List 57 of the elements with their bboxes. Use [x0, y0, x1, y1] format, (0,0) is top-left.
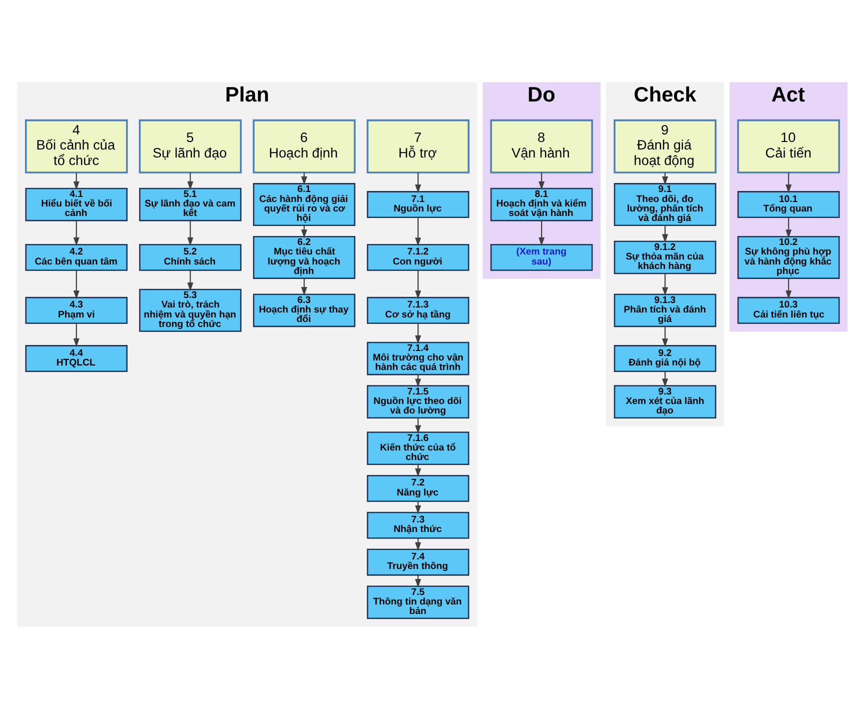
arrow [662, 326, 668, 347]
arrow [662, 225, 668, 242]
node-box: 7.2 Năng lực [366, 474, 470, 502]
arrow [415, 217, 422, 246]
arrow [538, 172, 545, 190]
arrow [73, 172, 80, 190]
arrow [187, 220, 194, 246]
arrow [301, 278, 308, 296]
node-box: 4.2 Các bên quan tâm [25, 243, 128, 270]
node-box: (Xem trang sau) [490, 243, 593, 270]
node-box: 7 Hỗ trợ [366, 118, 470, 173]
arrow [415, 270, 422, 299]
node-box: 9.1 Theo dõi, đo lường, phân tích và đánh giá [614, 182, 716, 226]
node-box: 9.3 Xem xét của lãnh đạo [614, 384, 716, 418]
arrow [786, 278, 792, 299]
node-box: 7.4 Truyền thông [366, 548, 470, 576]
arrow [786, 172, 792, 193]
arrow [187, 172, 194, 190]
node-box: 7.1.6 Kiến thức của tổ chức [366, 431, 470, 465]
arrow [73, 270, 80, 299]
arrow [187, 270, 194, 291]
node-box: 7.1.2 Con người [366, 243, 470, 270]
node-box: 7.1.5 Nguồn lực theo dõi và đo lường [366, 384, 470, 418]
node-box: 7.5 Thông tin dạng văn bản [366, 585, 470, 618]
node-box: 9 Đánh giá hoạt động [614, 118, 716, 173]
arrow [73, 220, 80, 246]
node-box: 7.1.4 Môi trường cho vận hành các quá trình [366, 341, 470, 375]
node-box: 4 Bối cảnh của tổ chức [25, 118, 128, 173]
node-box: 6.2 Mục tiêu chất lượng và hoạch định [253, 235, 356, 278]
node-box: 5.2 Chính sách [139, 243, 242, 270]
arrow [415, 172, 422, 193]
node-box: 4.1 Hiểu biết về bối cảnh [25, 187, 128, 221]
node-box: 9.1.3 Phân tích và đánh giá [614, 293, 716, 327]
arrow [415, 322, 422, 344]
node-box: 5.3 Vai trò, trách nhiệm và quyền hạn trong tổ chức [139, 288, 242, 332]
node-box: 8 Vận hành [490, 118, 593, 173]
node-box: 6.3 Hoạch định sự thay đổi [253, 293, 356, 327]
arrow [73, 322, 80, 347]
node-box: 10.2 Sự không phù hợp và hành động khắc phục [737, 235, 840, 278]
node-box: 7.1.3 Cơ sở hạ tầng [366, 296, 470, 324]
node-box: 6.1 Các hành động giải quyết rủi ro và cơ hội [253, 182, 356, 226]
arrow [662, 273, 668, 296]
node-box: 9.1.2 Sự thỏa mãn của khách hàng [614, 240, 716, 274]
node-box: 6 Hoạch định [252, 118, 356, 173]
node-box: 7.3 Nhận thức [366, 511, 470, 538]
node-box: 10.1 Tổng quan [737, 190, 840, 218]
node-box: 5 Sự lãnh đạo [138, 118, 242, 173]
node-box: 10 Cải tiến [737, 118, 840, 173]
arrow [786, 217, 792, 238]
node-box: 5.1 Sự lãnh đạo và cam kết [139, 187, 242, 221]
node-box: 9.2 Đánh giá nội bộ [614, 344, 716, 372]
node-box: 10.3 Cải tiến liên tục [737, 296, 840, 324]
arrow [538, 220, 545, 246]
node-box: 4.3 Phạm vi [25, 296, 128, 324]
node-box: 7.1 Nguồn lực [366, 190, 470, 218]
node-box: 8.1 Hoạch định và kiểm soát vận hành [490, 187, 593, 221]
node-box: 4.4 HTQLCL [25, 344, 128, 372]
